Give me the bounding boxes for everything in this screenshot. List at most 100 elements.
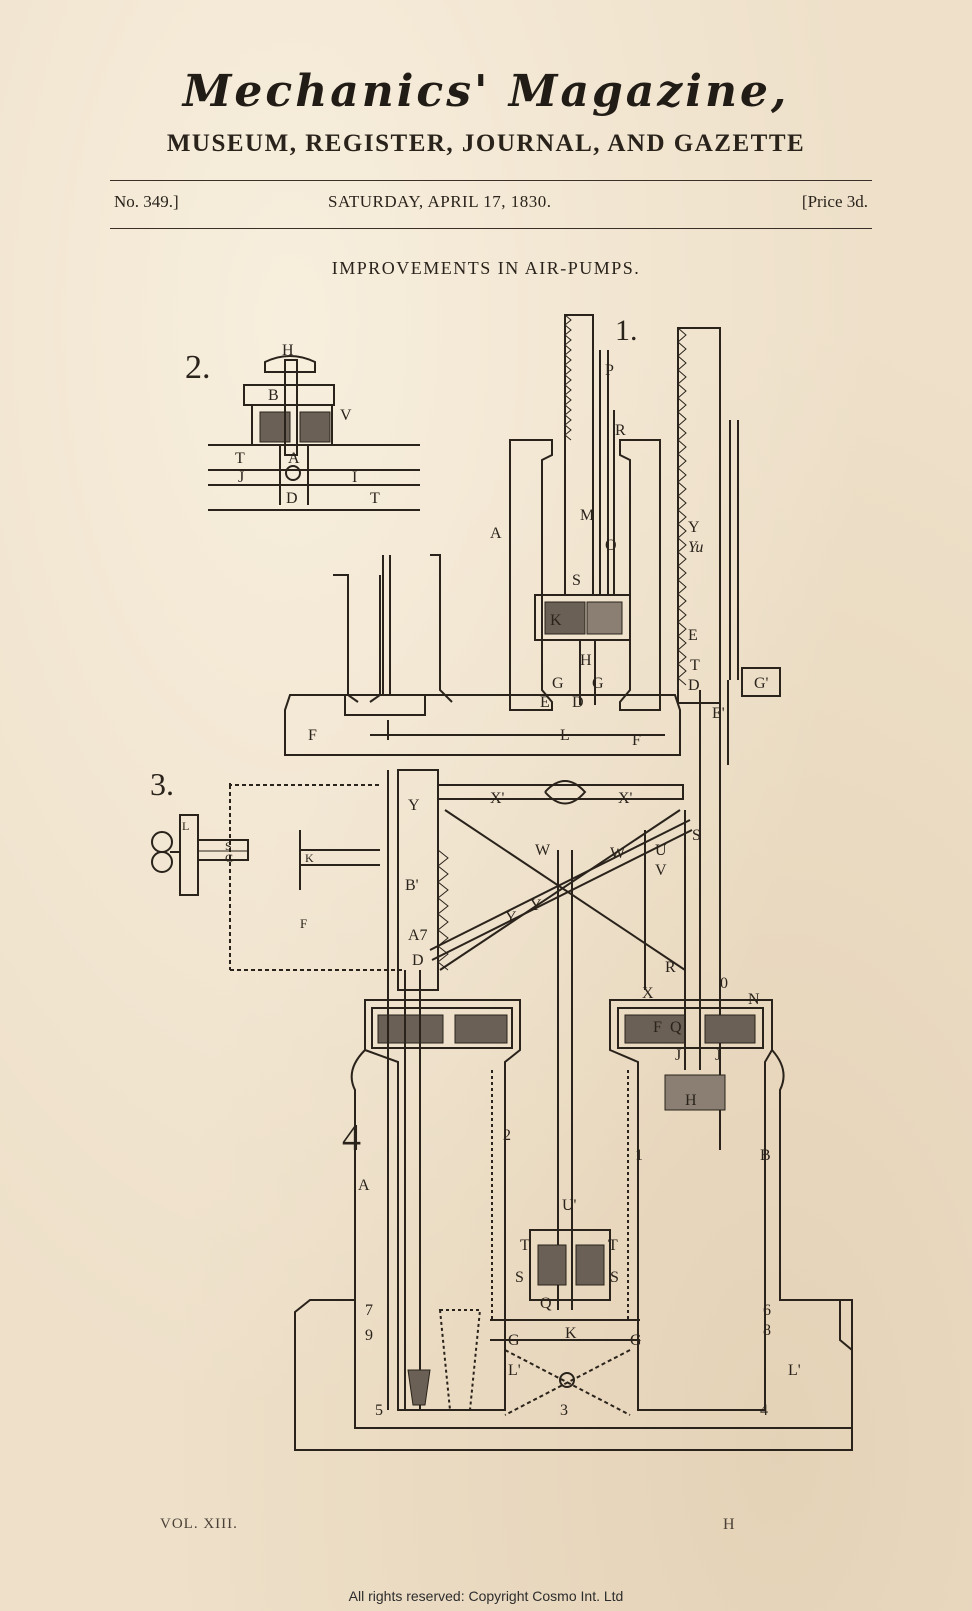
label-k2: K	[305, 851, 314, 865]
fig2-number: 2.	[185, 349, 211, 386]
label-a7: A7	[408, 927, 428, 944]
label-xp2: X'	[618, 790, 633, 807]
label-lp: L'	[508, 1362, 521, 1379]
label-e: E	[540, 694, 550, 711]
label-t: T	[235, 450, 245, 467]
issue-number: No. 349.]	[114, 192, 179, 211]
label-k: K	[550, 612, 562, 629]
label-gp: G'	[754, 675, 769, 692]
label-y3: Y	[505, 909, 517, 926]
fig1-number: 1.	[615, 314, 638, 347]
label-7: 7	[365, 1302, 373, 1319]
label-y: Y	[688, 519, 700, 536]
label-8: 8	[763, 1322, 771, 1339]
label-a3: A	[358, 1177, 370, 1194]
article-title: IMPROVEMENTS IN AIR-PUMPS.	[331, 258, 641, 278]
signature-mark: H	[723, 1516, 735, 1533]
issue-price: [Price 3d.	[801, 192, 868, 211]
label-w2: W	[610, 845, 626, 862]
label-o: O	[605, 537, 617, 554]
label-f2: F	[632, 732, 641, 749]
masthead-title: Mechanics' Magazine,	[182, 66, 790, 117]
label-l: L	[560, 727, 570, 744]
label-u: U	[655, 842, 667, 859]
label-q2: Q	[540, 1295, 552, 1312]
label-g: G	[552, 675, 564, 692]
label-s2: S	[225, 839, 232, 853]
figure-1-drawing	[284, 314, 781, 1150]
label-d2: D	[572, 694, 584, 711]
label-g3: G	[508, 1332, 520, 1349]
label-9: 9	[365, 1327, 373, 1344]
issue-date: SATURDAY, APRIL 17, 1830.	[328, 192, 552, 211]
label-bp: B'	[405, 877, 419, 894]
label-2: 2	[503, 1127, 511, 1144]
label-up: U'	[562, 1197, 577, 1214]
label-f3: F	[300, 916, 307, 931]
label-h3: H	[685, 1092, 697, 1109]
volume-number: VOL. XIII.	[160, 1516, 238, 1532]
label-s3: S	[692, 827, 701, 844]
label-ya: Yu	[688, 539, 703, 556]
label-lp2: L'	[788, 1362, 801, 1379]
label-t3: T	[690, 657, 700, 674]
figure-2-drawing	[208, 355, 420, 511]
label-b: B	[268, 387, 279, 404]
issue-line: No. 349.] SATURDAY, APRIL 17, 1830. [Pri…	[110, 192, 872, 220]
label-5: 5	[375, 1402, 383, 1419]
bottom-rule	[110, 228, 872, 229]
label-k3: K	[565, 1325, 577, 1342]
label-i: I	[352, 469, 357, 486]
label-0: 0	[720, 975, 728, 992]
label-1: 1	[635, 1147, 643, 1164]
label-s4: S	[515, 1269, 524, 1286]
label-y4: Y	[530, 897, 542, 914]
label-s5: S	[610, 1269, 619, 1286]
label-r: R	[615, 422, 626, 439]
label-xp: X'	[490, 790, 505, 807]
label-v2: V	[655, 862, 667, 879]
copyright-notice: All rights reserved: Copyright Cosmo Int…	[348, 1588, 624, 1604]
label-f4: F	[653, 1019, 662, 1036]
label-g2: G	[592, 675, 604, 692]
fig4-number: 4	[342, 1117, 361, 1159]
label-q: Q	[670, 1019, 682, 1036]
label-c: C	[225, 851, 233, 865]
label-j2: J	[675, 1047, 681, 1064]
fig3-number: 3.	[150, 766, 174, 802]
figure-3-drawing	[151, 783, 402, 971]
label-d4: D	[412, 952, 424, 969]
label-t4: T	[520, 1237, 530, 1254]
label-s: S	[572, 572, 581, 589]
label-t5: T	[608, 1237, 618, 1254]
figure-4-drawing	[294, 769, 853, 1451]
label-a2: A	[490, 525, 502, 542]
label-h: H	[282, 342, 294, 359]
label-b2: B	[760, 1147, 771, 1164]
label-y2: Y	[408, 797, 420, 814]
label-t2: T	[370, 490, 380, 507]
label-x: X	[642, 985, 654, 1002]
label-ep: E'	[712, 705, 725, 722]
label-e2: E	[688, 627, 698, 644]
label-3: 3	[560, 1402, 568, 1419]
label-j: J	[238, 469, 244, 486]
label-m: M	[580, 507, 594, 524]
air-pump-engraving: 2. H B V T A J I D T 1. P R A M O S K H …	[150, 314, 853, 1451]
label-h2: H	[580, 652, 592, 669]
label-d3: D	[688, 677, 700, 694]
label-r2: R	[665, 959, 676, 976]
label-l2: L	[182, 819, 189, 833]
label-a: A	[288, 450, 300, 467]
label-d: D	[286, 490, 298, 507]
label-f: F	[308, 727, 317, 744]
masthead-subtitle: MUSEUM, REGISTER, JOURNAL, AND GAZETTE	[166, 130, 806, 157]
label-g4: G	[630, 1332, 642, 1349]
label-6: 6	[763, 1302, 771, 1319]
label-j3: J	[715, 1047, 721, 1064]
label-w: W	[535, 842, 551, 859]
label-4: 4	[760, 1402, 768, 1419]
label-p: P	[605, 362, 614, 379]
label-v: V	[340, 407, 352, 424]
